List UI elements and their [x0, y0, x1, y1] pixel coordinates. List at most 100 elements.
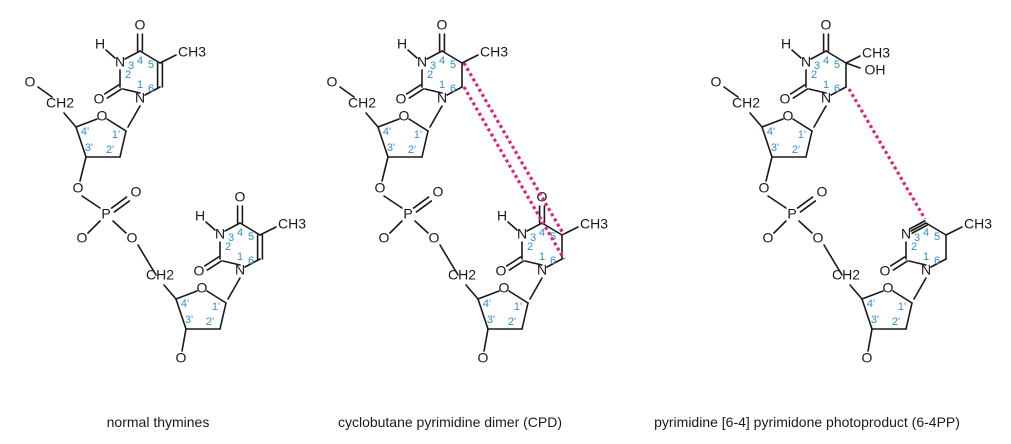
ring-number-6: 6 [450, 83, 456, 95]
sugar-number-2p: 2' [508, 316, 516, 328]
bond [773, 220, 787, 234]
ring-number-5: 5 [248, 231, 254, 243]
ring-number-4: 4 [823, 55, 829, 67]
sugar-number-3p: 3' [871, 314, 879, 326]
sugar-number-3p: 3' [387, 142, 395, 154]
carbonyl-c2 [508, 260, 525, 271]
ring-number-1: 1 [237, 251, 243, 263]
ring-number-6: 6 [248, 255, 254, 267]
bond [426, 50, 443, 60]
sugar-number-3p: 3' [185, 314, 193, 326]
bond [339, 86, 355, 98]
sugar-number-1p: 1' [414, 129, 422, 141]
bond [507, 221, 518, 231]
sugar-number-3p: 3' [487, 314, 495, 326]
bond [508, 290, 529, 304]
double-bond-n3-c4 [911, 224, 928, 234]
ring-number-4: 4 [539, 227, 545, 239]
bond [477, 290, 500, 300]
carbonyl-c2 [789, 84, 806, 95]
sugar-number-4p: 4' [181, 298, 189, 310]
bond [830, 86, 847, 96]
methyl-c5: CH3 [964, 216, 992, 232]
sugar-number-4p: 4' [383, 126, 391, 138]
sugar-number-4p: 4' [483, 298, 491, 310]
carbonyl-c2 [792, 88, 809, 99]
glycosidic-bond [529, 277, 543, 300]
bond [749, 112, 763, 128]
carbonyl-c2 [206, 260, 223, 271]
bond [861, 298, 873, 330]
bond [79, 156, 87, 182]
phosphate-oxygen-5p: O [813, 230, 824, 246]
oxygen-c2: O [396, 91, 407, 107]
oxygen-5p: O [25, 74, 36, 90]
bond [767, 195, 787, 209]
ring-number-3: 3 [530, 232, 536, 244]
phosphate-oxygen-double: O [433, 184, 444, 200]
bond [930, 258, 947, 268]
oxygen-c2: O [880, 263, 891, 279]
sugar-number-1p: 1' [514, 301, 522, 313]
nitrogen-n3: N [115, 54, 125, 70]
ring-number-6: 6 [834, 83, 840, 95]
bond [206, 290, 227, 304]
sugar-ring-oxygen: O [783, 108, 794, 124]
ring-number-1: 1 [923, 251, 929, 263]
nitrogen-n3: N [517, 226, 527, 242]
sugar-number-1p: 1' [212, 301, 220, 313]
phosphoryl-double-bond [113, 200, 131, 213]
sugar-number-3p: 3' [85, 142, 93, 154]
oxygen-3p: O [375, 180, 386, 196]
bond [861, 290, 884, 300]
double-bond-n3-c4 [909, 220, 926, 230]
methyl-c5: CH3 [178, 44, 206, 60]
oxygen-3p: O [176, 350, 187, 366]
bond [761, 118, 784, 128]
carbonyl-c2 [505, 256, 522, 267]
ring-number-1: 1 [439, 79, 445, 91]
bond [63, 112, 77, 128]
ring-number-2: 2 [527, 241, 533, 253]
carbonyl-c2 [203, 256, 220, 267]
bond [810, 50, 827, 60]
glycosidic-bond [127, 105, 141, 128]
bond [137, 244, 157, 276]
oxygen-c2: O [496, 263, 507, 279]
oxygen-c4: O [135, 17, 146, 33]
bond [175, 290, 198, 300]
methylene-5p: CH2 [46, 95, 74, 111]
bond [139, 50, 161, 64]
bond [222, 260, 241, 266]
sugar-number-1p: 1' [798, 129, 806, 141]
bond [441, 50, 463, 64]
ring-number-2: 2 [811, 69, 817, 81]
bond [483, 328, 489, 352]
ring-number-3: 3 [430, 60, 436, 72]
oxygen-5p: O [711, 74, 722, 90]
bond [867, 328, 873, 352]
methyl-c5: CH3 [480, 44, 508, 60]
bond [144, 86, 161, 96]
oxygen-3p: O [73, 180, 84, 196]
bond [421, 130, 429, 158]
bond [465, 284, 479, 300]
bond [526, 222, 543, 232]
bond [105, 49, 116, 59]
carbonyl-c2 [408, 88, 425, 99]
hydrogen-n3: H [497, 208, 507, 224]
methylene-5p: CH2 [146, 267, 174, 283]
sugar-ring-oxygen: O [883, 280, 894, 296]
phosphoryl-double-bond [412, 196, 430, 209]
glycosidic-bond [227, 277, 241, 300]
sugar-number-2p: 2' [206, 316, 214, 328]
methyl-c5: CH3 [862, 45, 890, 61]
sugar-number-2p: 2' [792, 144, 800, 156]
phosphorus: P [101, 206, 110, 222]
bond [808, 88, 827, 94]
bond [546, 258, 563, 268]
bond [845, 62, 861, 69]
bond [75, 118, 98, 128]
ring-number-4: 4 [923, 227, 929, 239]
hydroxyl-c5: OH [865, 62, 886, 78]
